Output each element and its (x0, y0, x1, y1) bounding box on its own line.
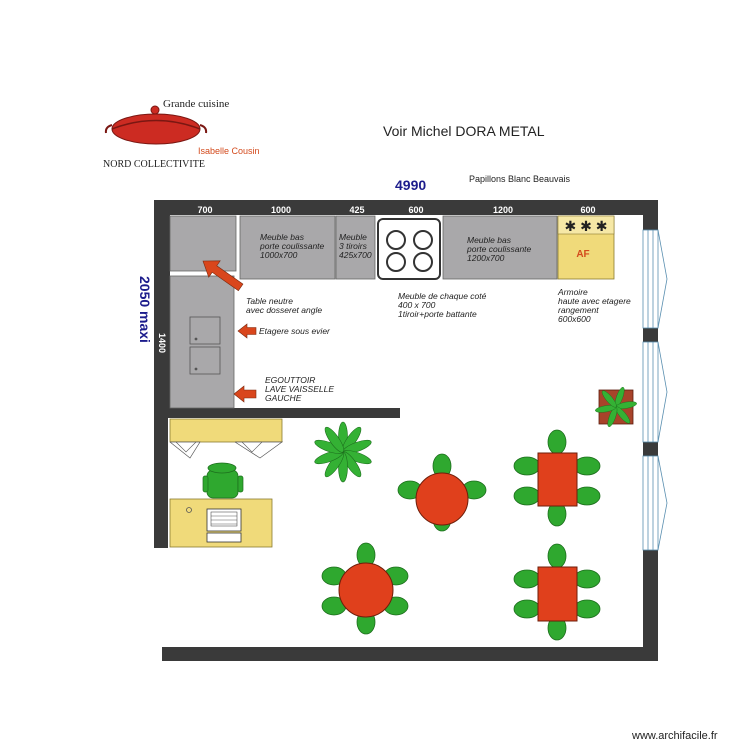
plant-pot (594, 385, 638, 429)
logo-text-top: Grande cuisine (163, 98, 229, 110)
meuble-1000-l2: porte coulissante (259, 241, 325, 251)
desk-chair (202, 462, 244, 499)
furniture-labels: Meuble bas porte coulissante 1000x700 Me… (259, 232, 532, 263)
meuble-425-l2: 3 tiroirs (339, 241, 368, 251)
armoire-marks: ✱ ✱ ✱ (565, 218, 608, 234)
egouttoir-l3: GAUCHE (265, 393, 302, 403)
table-neutre-l2: avec dosseret angle (246, 305, 322, 315)
armoire-note-l1: Armoire (557, 287, 588, 297)
segment-1000: 1000 (271, 205, 291, 215)
meuble-cote-l2: 400 x 700 (398, 300, 436, 310)
arrow-etagere (237, 323, 257, 339)
square-table-1 (513, 429, 601, 527)
meuble-425-l3: 425x700 (339, 250, 372, 260)
armoire-code: AF (576, 249, 589, 260)
segment-1200: 1200 (493, 205, 513, 215)
egouttoir-l1: EGOUTTOIR (265, 375, 315, 385)
cooktop (377, 218, 441, 280)
table-neutre-l1: Table neutre (246, 296, 293, 306)
armoire: ✱ ✱ ✱ AF (557, 215, 615, 280)
walls (154, 200, 658, 661)
segment-600: 600 (408, 205, 423, 215)
meuble-1200-l1: Meuble bas (467, 235, 512, 245)
square-table-2 (513, 543, 601, 641)
segment-1400: 1400 (157, 333, 167, 353)
meuble-425-l1: Meuble (339, 232, 367, 242)
armoire-note-l2: haute avec etagere (558, 296, 631, 306)
plant-large (312, 421, 374, 483)
arrow-table-neutre (202, 260, 244, 292)
bench (169, 418, 284, 459)
meuble-cote-l3: 1tiroir+porte battante (398, 309, 477, 319)
segment-600b: 600 (580, 205, 595, 215)
dimension-total-width: 4990 (395, 177, 426, 193)
meuble-1200-l2: porte coulissante (466, 244, 532, 254)
logo-signature: Isabelle Cousin (198, 146, 260, 156)
meuble-1000-l1: Meuble bas (260, 232, 305, 242)
logo: Grande cuisine Isabelle Cousin NORD COLL… (103, 98, 260, 170)
page-subtitle: Papillons Blanc Beauvais (469, 174, 571, 184)
segment-425: 425 (349, 205, 364, 215)
counters (169, 215, 558, 409)
meuble-1000-l3: 1000x700 (260, 250, 298, 260)
arrows (202, 260, 257, 403)
meuble-1200-l3: 1200x700 (467, 253, 505, 263)
segment-700: 700 (197, 205, 212, 215)
logo-text-bottom: NORD COLLECTIVITE (103, 159, 205, 170)
watermark: www.archifacile.fr (631, 730, 718, 742)
arrow-egouttoir (233, 385, 257, 403)
round-table-2 (321, 542, 409, 635)
dimension-total-height: 2050 maxi (137, 276, 153, 343)
annotations: Table neutre avec dosseret angle Meuble … (246, 287, 631, 403)
armoire-note-l4: 600x600 (558, 314, 591, 324)
egouttoir-l2: LAVE VAISSELLE (265, 384, 334, 394)
armoire-note-l3: rangement (558, 305, 599, 315)
etagere-note: Etagere sous evier (259, 326, 331, 336)
round-table-1 (397, 453, 487, 532)
meuble-cote-l1: Meuble de chaque coté (398, 291, 487, 301)
dimension-segments: 700 1000 425 600 1200 600 1400 (157, 205, 596, 353)
windows (642, 229, 668, 551)
desk (169, 462, 273, 548)
page-title: Voir Michel DORA METAL (383, 123, 545, 139)
